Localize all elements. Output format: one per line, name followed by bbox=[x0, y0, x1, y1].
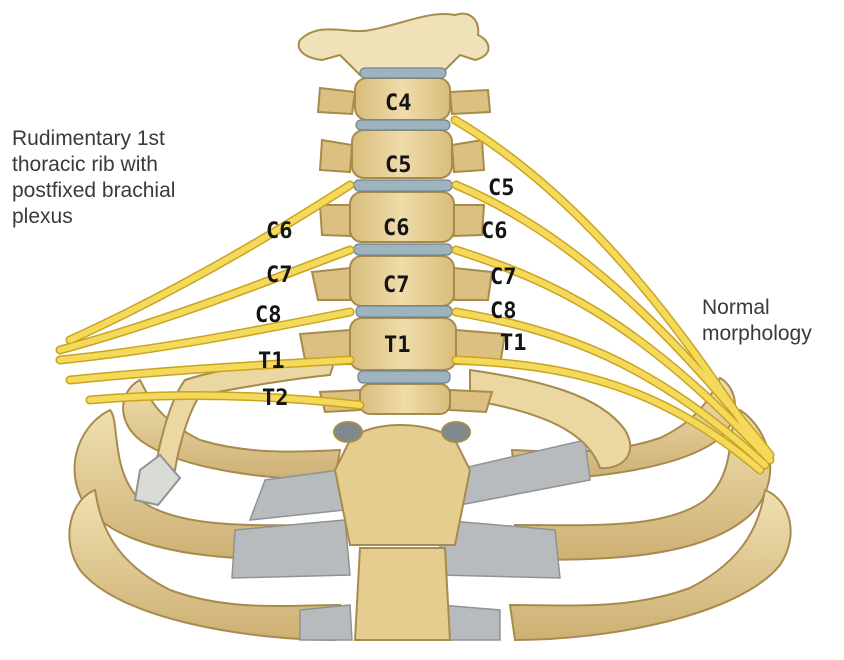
left-root-label-c8: C8 bbox=[255, 303, 282, 328]
vertebra-label-c6: C6 bbox=[383, 216, 410, 241]
right-root-label-c7: C7 bbox=[490, 265, 517, 290]
right-root-label-t1: T1 bbox=[500, 331, 527, 356]
right-root-label-c8: C8 bbox=[490, 299, 517, 324]
right-caption: Normal morphology bbox=[702, 295, 812, 347]
vertebra-label-c5: C5 bbox=[385, 153, 412, 178]
left-caption: Rudimentary 1st thoracic rib with postfi… bbox=[12, 126, 175, 230]
vertebra-label-t1: T1 bbox=[384, 333, 411, 358]
vertebra-label-c7: C7 bbox=[383, 273, 410, 298]
left-root-label-c6: C6 bbox=[266, 219, 293, 244]
left-root-label-c7: C7 bbox=[266, 263, 293, 288]
right-root-label-c5: C5 bbox=[488, 176, 515, 201]
vertebra-label-c4: C4 bbox=[385, 91, 412, 116]
left-root-label-t2: T2 bbox=[262, 386, 289, 411]
left-root-label-t1: T1 bbox=[258, 349, 285, 374]
atlas bbox=[299, 14, 489, 75]
right-root-label-c6: C6 bbox=[481, 219, 508, 244]
